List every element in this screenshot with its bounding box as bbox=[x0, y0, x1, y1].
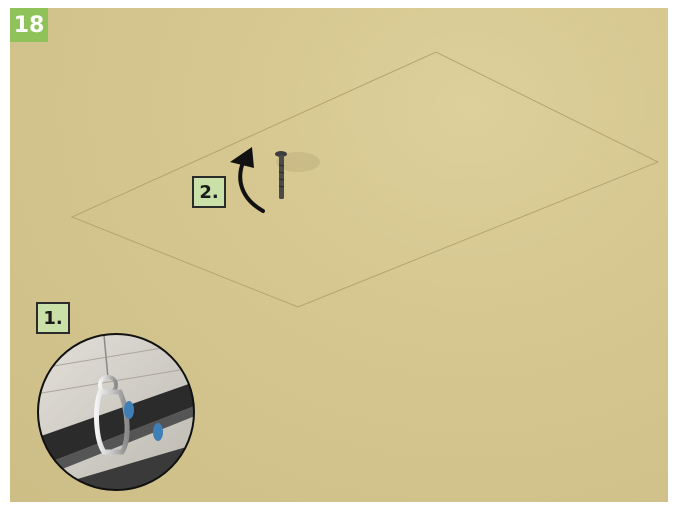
step-1-label: 1. bbox=[36, 302, 70, 334]
rotate-arrow-icon bbox=[230, 147, 263, 211]
carabiner-detail-icon bbox=[30, 330, 210, 500]
ceiling-outline bbox=[72, 52, 658, 307]
step-2-label: 2. bbox=[192, 176, 226, 208]
step-number-badge: 18 bbox=[10, 8, 48, 42]
